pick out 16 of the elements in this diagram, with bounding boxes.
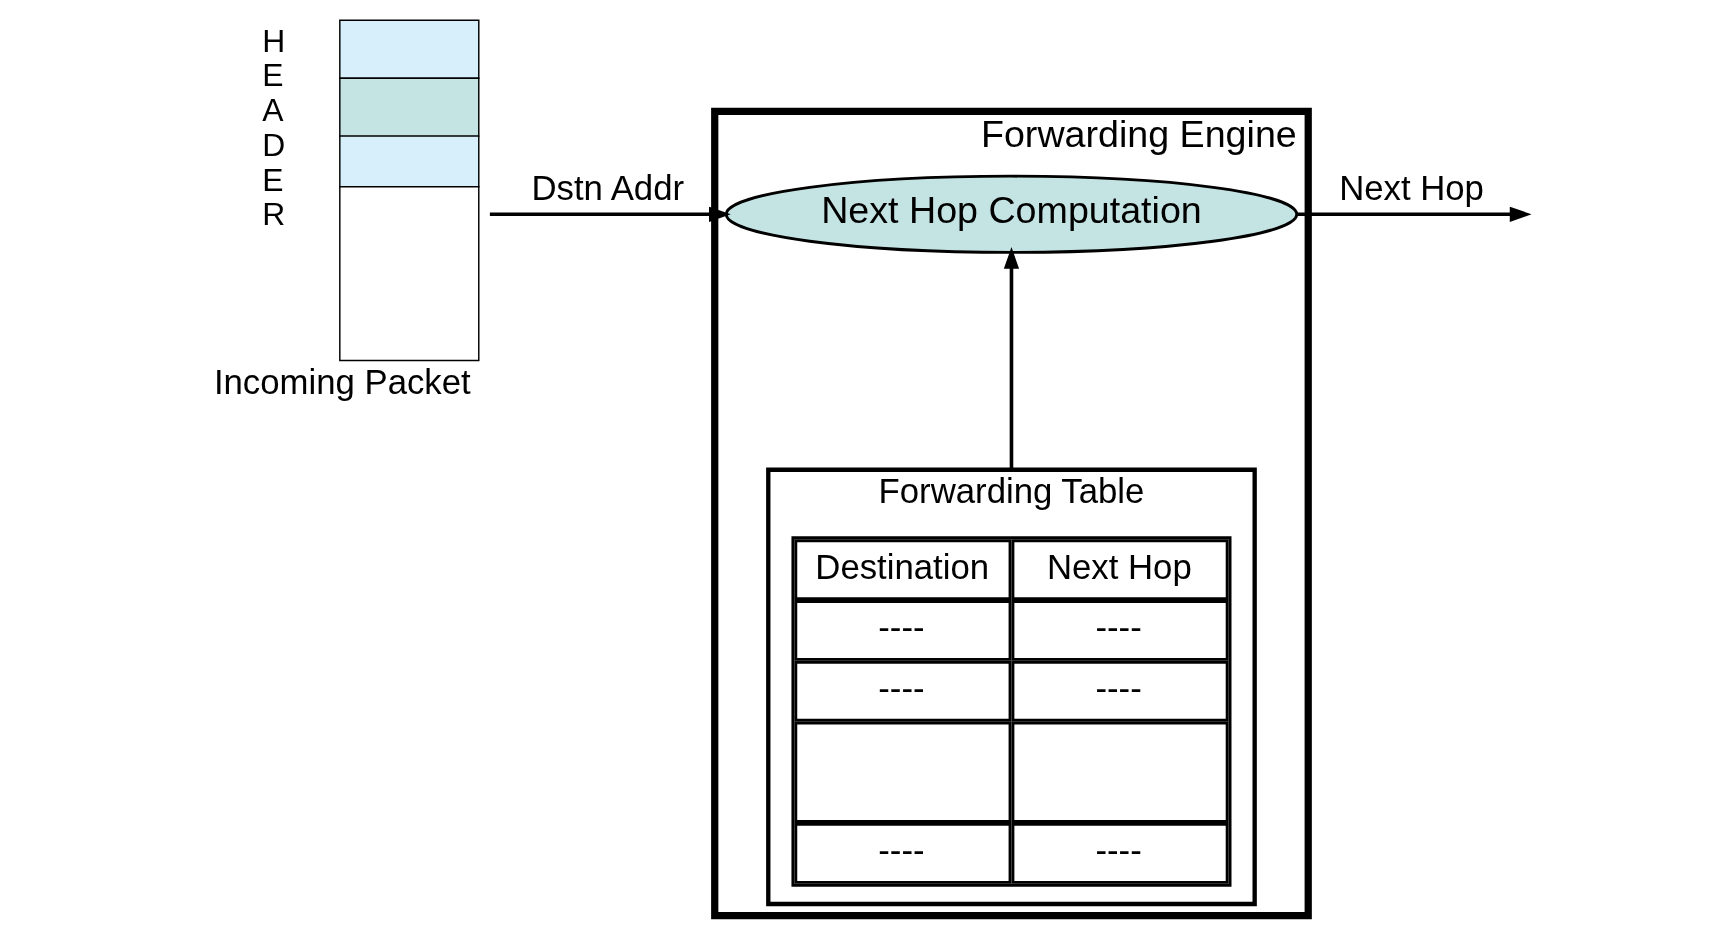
node-ellipse: Next Hop Computation xyxy=(724,174,1298,254)
label: ---- xyxy=(877,831,925,870)
label: ---- xyxy=(1094,669,1142,708)
label: ---- xyxy=(877,608,925,647)
edge-label: Dstn Addr xyxy=(531,169,684,208)
edge-label: Next Hop xyxy=(1338,169,1484,208)
arrow xyxy=(1296,206,1532,222)
label: ---- xyxy=(1094,831,1142,870)
label: Destination xyxy=(814,547,989,586)
node-label: HEADER xyxy=(261,22,285,233)
label: Next Hop xyxy=(1046,547,1192,586)
arrow xyxy=(489,206,731,222)
label: ---- xyxy=(1094,608,1142,647)
node-label: Incoming Packet xyxy=(213,363,471,402)
arrow xyxy=(1003,247,1019,470)
label: ---- xyxy=(877,669,925,708)
